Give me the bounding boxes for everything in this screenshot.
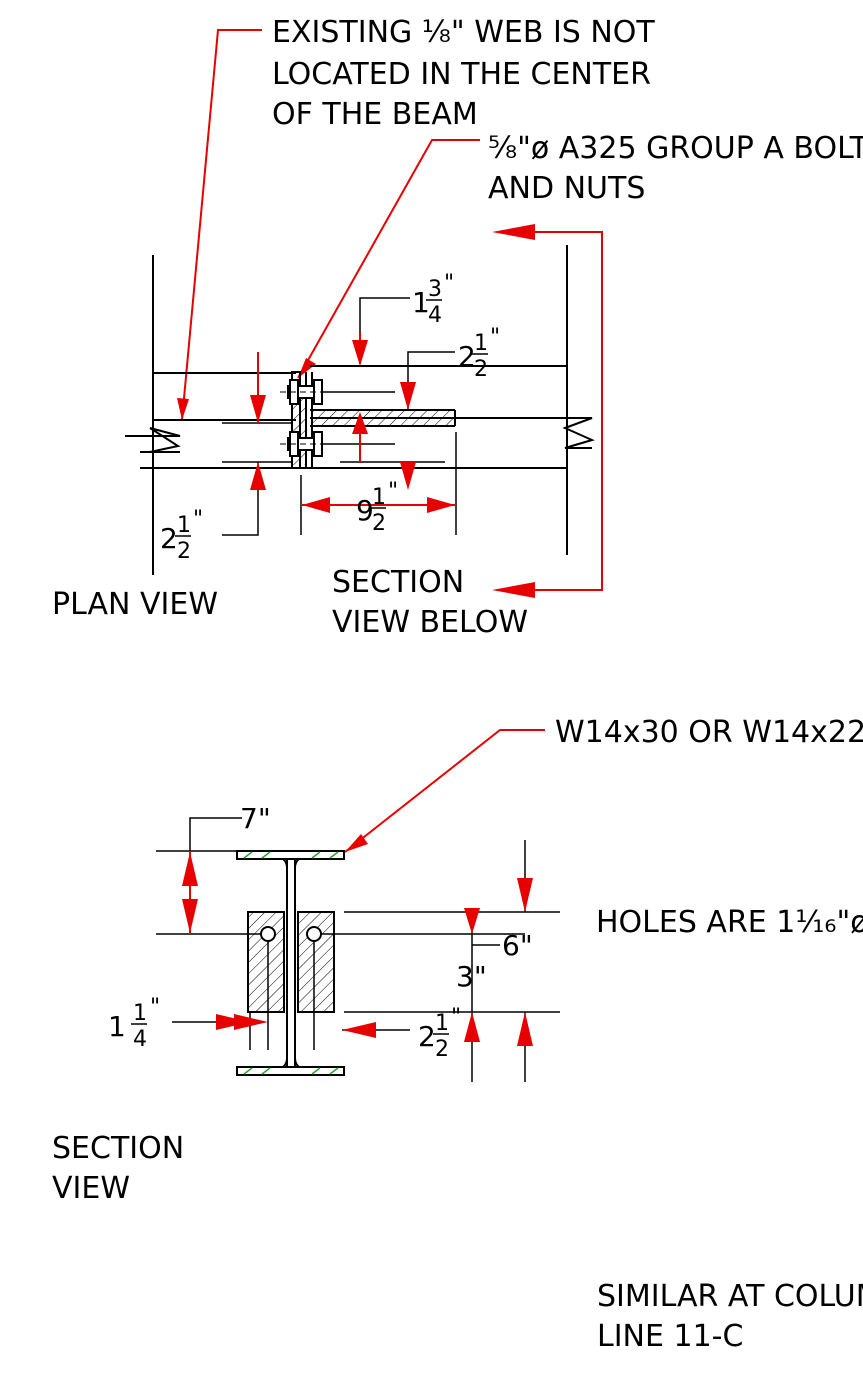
dim-1-3-4: 1 3 4 " [352,271,454,462]
dim-9-1-2-den: 2 [372,511,386,536]
hole-right [306,926,322,942]
dim-1-1-4-whole: 1 [108,1010,126,1043]
section-extension-lines [156,850,560,1050]
dim-2-1-2-left-unit: " [193,507,203,532]
beam-label: W14x30 OR W14x22 [344,715,863,853]
dim-6-and-3: 6" 3" [456,840,533,1082]
dim-1-3-4-unit: " [444,271,454,296]
web-note: EXISTING ⅛" WEB IS NOT LOCATED IN THE CE… [177,15,655,421]
section-cut-arrow-top [492,224,535,240]
dim-2-1-2-gage-den: 2 [435,1037,449,1062]
dim-2-1-2-left-num: 1 [177,513,191,538]
bolt-note-arrowhead [298,358,316,378]
web-note-line-3: OF THE BEAM [272,97,478,132]
section-view-title-2: VIEW [52,1171,130,1206]
clip-angles [247,911,335,1013]
web-note-leader [181,29,262,421]
section-cut-line [535,231,603,591]
dim-2-1-2-gage-whole: 2 [418,1020,436,1053]
bolt-note: ⅝"ø A325 GROUP A BOLTS AND NUTS [297,131,863,379]
web-note-arrowhead [177,398,189,420]
dim-2-1-2-left-whole: 2 [160,522,178,555]
dim-1-1-4-num: 1 [133,1001,147,1026]
dim-2-1-2-left-den: 2 [177,539,191,564]
dim-7: 7" [182,802,271,934]
dim-1-1-4-unit: " [150,995,160,1020]
bolt-note-line-2: AND NUTS [488,171,645,206]
dim-2-1-2-mid-unit: " [490,325,500,350]
hole-left [260,926,276,942]
bottom-flange [236,1066,345,1076]
dim-1-3-4-whole: 1 [412,286,430,319]
shear-tab-hatch [312,410,455,426]
dim-2-1-2-mid: 2 1 2 " [400,325,500,490]
dim-1-1-4: 1 1 4 " [108,995,268,1052]
dim-9-1-2-num: 1 [372,485,386,510]
dim-2-1-2-gage-unit: " [451,1005,461,1030]
i-beam [236,850,345,1076]
footer-note-line-2: LINE 11-C [597,1319,743,1354]
section-view-title-1: SECTION [52,1131,184,1166]
flange-welds [243,851,339,1075]
web [286,859,296,1067]
section-cut-marker [492,224,603,598]
web-note-line-1: EXISTING ⅛" WEB IS NOT [272,15,655,50]
dim-2-1-2-mid-whole: 2 [458,340,476,373]
dim-2-1-2-gage: 2 1 2 " [313,940,461,1062]
bolt-note-leader [297,139,480,379]
dim-9-1-2-whole: 9 [356,494,374,527]
dim-2-1-2-mid-num: 1 [474,331,488,356]
footer-note-line-1: SIMILAR AT COLUMN [597,1279,863,1314]
section-ref-line-1: SECTION [332,565,464,600]
dim-2-1-2-left: 2 1 2 " [160,352,266,564]
section-cut-arrow-bottom [492,582,535,598]
dim-9-1-2: 9 1 2 " [301,479,456,536]
bolt-note-line-1: ⅝"ø A325 GROUP A BOLTS [488,131,863,166]
holes-note: HOLES ARE 1¹⁄₁₆"ø [596,905,863,940]
dim-1-3-4-den: 4 [428,303,442,328]
web-note-line-2: LOCATED IN THE CENTER [272,57,651,92]
beam-size-label: W14x30 OR W14x22 [555,715,863,750]
plan-view-title: PLAN VIEW [52,587,218,622]
dim-6-label: 6" [502,929,533,962]
section-ref-line-2: VIEW BELOW [332,605,528,640]
footer-note: SIMILAR AT COLUMN LINE 11-C [597,1279,863,1354]
dim-7-label: 7" [240,802,271,835]
dim-2-1-2-gage-num: 1 [435,1011,449,1036]
dim-3-label: 3" [456,960,487,993]
dim-2-1-2-mid-den: 2 [474,357,488,382]
plan-view: EXISTING ⅛" WEB IS NOT LOCATED IN THE CE… [52,15,863,640]
top-flange [236,850,345,860]
dim-1-3-4-num: 3 [428,277,442,302]
section-view: W14x30 OR W14x22 [52,715,863,1206]
dim-1-1-4-den: 4 [133,1027,147,1052]
dim-9-1-2-unit: " [388,479,398,504]
